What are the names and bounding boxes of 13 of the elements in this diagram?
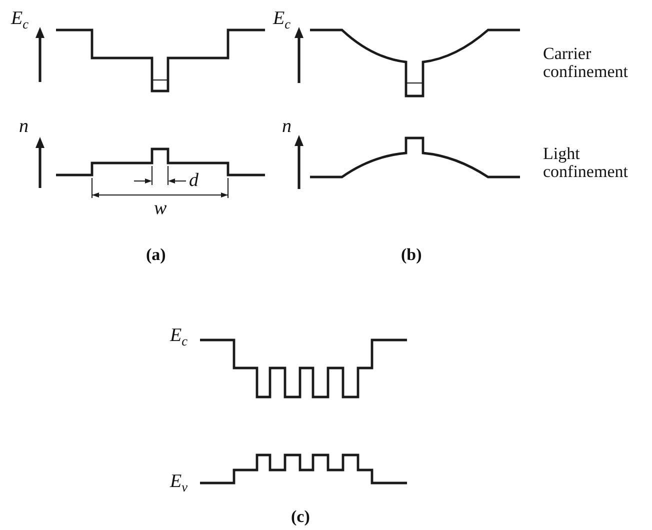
panel-label: (b)	[401, 246, 422, 264]
symbol-label: E$_{c}$	[170, 326, 188, 346]
annotation-text: Light confinement	[543, 145, 629, 181]
symbol-label: w	[154, 199, 167, 219]
annotation-text: Carrier confinement	[543, 45, 629, 81]
symbol-label: n	[282, 117, 292, 137]
panel-label: (c)	[291, 508, 310, 526]
symbol-label: n	[19, 117, 28, 137]
symbol-label: E$_{c}$	[11, 9, 29, 29]
symbol-label: E$_{v}$	[170, 472, 188, 492]
symbol-label: d	[189, 171, 198, 191]
panel-label: (a)	[146, 246, 166, 264]
symbol-label: E$_{c}$	[273, 9, 291, 29]
